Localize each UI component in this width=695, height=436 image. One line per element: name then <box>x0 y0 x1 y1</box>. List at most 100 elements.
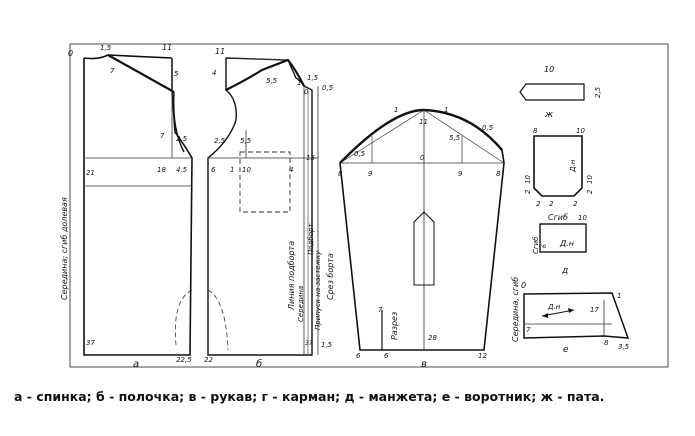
front-mark: 10 <box>242 166 251 174</box>
back-piece: 0 1,5 11 7 5 7 2,5 21 18 4,5 37 22,5 Сер… <box>60 43 193 370</box>
front-vertical-label: Припуск на застежку <box>314 250 322 330</box>
front-mark: 15 <box>306 154 315 162</box>
pocket-mark: 10 <box>576 127 585 135</box>
back-mark: 7 <box>110 67 115 75</box>
front-mark: 4 <box>212 69 216 77</box>
front-vertical-label: Срез борта <box>326 253 335 300</box>
sleeve-mark: 9 <box>458 170 463 178</box>
tab-letter: ж <box>544 110 554 120</box>
pocket-mark: 8 <box>533 127 538 135</box>
front-vertical-label: Середина <box>297 286 305 322</box>
front-letter: б <box>256 358 262 370</box>
tab-piece: 10 2,5 ж <box>519 65 602 120</box>
collar-fold-label: Середина, сгиб <box>511 277 520 342</box>
front-mark: 1 <box>297 79 301 87</box>
back-hem-curve <box>175 289 193 346</box>
back-fold-label: Середина; сгиб долевая <box>60 197 69 300</box>
pocket-mark: 2 <box>524 189 532 194</box>
grain-arrow-head <box>542 313 548 318</box>
pocket-piece: 8 10 Д.н 2 10 2 2 2 10 2 <box>524 127 594 208</box>
sleeve-letter: в <box>421 359 427 370</box>
front-mark: 11 <box>215 47 225 56</box>
sleeve-mark: 7 <box>378 306 383 314</box>
back-mark: 21 <box>86 169 95 177</box>
tab-mark: 2,5 <box>594 86 602 98</box>
front-mark: 6 <box>211 166 216 174</box>
back-mark: 37 <box>86 339 95 347</box>
front-mark: 1,5 <box>307 74 319 82</box>
front-mark: 2,5 <box>214 137 226 145</box>
front-mark: 5,5 <box>266 77 278 85</box>
pocket-placement <box>239 151 291 213</box>
back-shoulder <box>107 54 175 93</box>
sleeve-mark: 5,5 <box>449 134 461 142</box>
back-mark: 7 <box>160 132 165 140</box>
front-facing-curve <box>207 289 229 351</box>
front-armhole <box>225 58 305 91</box>
cuff-mark: Сгиб <box>548 213 568 222</box>
sleeve-mark: 1 <box>394 106 398 114</box>
collar-mark: 8 <box>604 339 609 347</box>
back-mark: 0 <box>68 49 73 58</box>
pocket-mark: Д.н <box>569 159 577 173</box>
sleeve-mark: 0 <box>420 154 425 162</box>
back-mark: 18 <box>157 166 166 174</box>
sleeve-mark: 0,5 <box>354 150 366 158</box>
back-outline <box>83 58 193 356</box>
sleeve-guide <box>423 109 505 164</box>
front-mark: 1 <box>230 166 234 174</box>
sleeve-slit-label: Разрез <box>390 312 399 340</box>
front-piece: 11 4 5,5 1,5 0,5 1 0 2,5 5,5 6 1 10 4 15… <box>204 47 335 370</box>
back-neckline <box>83 54 173 60</box>
pocket-mark: 2 <box>573 200 578 208</box>
cuff-outline <box>539 223 587 253</box>
back-mark: 11 <box>162 43 172 52</box>
sleeve-mark: 0,5 <box>482 124 494 132</box>
tab-outline <box>519 83 585 101</box>
back-letter: а <box>133 359 139 370</box>
front-vertical-label: Подборт <box>307 223 315 255</box>
tab-mark: 10 <box>544 65 554 74</box>
front-mark: 5,5 <box>240 137 252 145</box>
pocket-mark: 10 <box>524 175 532 184</box>
collar-mark: 0 <box>521 281 526 290</box>
sleeve-mark: 11 <box>419 118 428 126</box>
collar-piece: 0 1 Д.н 17 7 8 3,5 Середина, сгиб е <box>511 277 630 355</box>
pocket-mark: 2 <box>586 189 594 194</box>
front-mark: 0 <box>304 88 309 96</box>
drawing-frame <box>69 43 669 368</box>
pocket-mark: 2 <box>549 200 554 208</box>
sleeve-mark: 6 <box>356 352 361 360</box>
sleeve-piece: 1 11 1 5,5 0,5 0,5 8 9 0 9 8 6 6 28 7 12… <box>338 106 505 370</box>
sleeve-elbow-dart <box>413 211 435 286</box>
sleeve-outline <box>339 109 505 351</box>
front-shoulder <box>225 57 289 61</box>
pocket-mark: 10 <box>586 175 594 184</box>
collar-mark: 1 <box>617 292 621 300</box>
pocket-outline <box>533 135 583 197</box>
cuff-mark: Д.н <box>559 239 574 248</box>
collar-mark: 17 <box>590 306 599 314</box>
cuff-mark: Сгиб <box>532 236 540 254</box>
cuff-piece: Сгиб 10 6 Д.н Сгиб д <box>532 213 587 276</box>
collar-letter: е <box>563 345 569 355</box>
cuff-mark: 6 <box>541 244 548 248</box>
sleeve-mark: 28 <box>428 334 437 342</box>
front-mark: 1,5 <box>321 341 333 349</box>
front-mark: 4 <box>289 166 293 174</box>
cuff-letter: д <box>561 266 568 276</box>
collar-mark: 7 <box>526 326 531 334</box>
front-mark: 22 <box>204 356 213 364</box>
pocket-mark: 2 <box>536 200 541 208</box>
collar-outline <box>523 292 630 339</box>
sleeve-guide <box>339 109 425 164</box>
back-mark: 2,5 <box>176 135 188 143</box>
collar-mark: 3,5 <box>618 343 630 351</box>
figure-caption: а - спинка; б - полочка; в - рукав; г - … <box>14 389 605 404</box>
sleeve-mark: 1 <box>444 106 448 114</box>
back-mark: 1,5 <box>100 44 112 52</box>
sleeve-mark: 6 <box>384 352 389 360</box>
back-mark: 22,5 <box>176 356 192 364</box>
sleeve-mark: 9 <box>368 170 373 178</box>
